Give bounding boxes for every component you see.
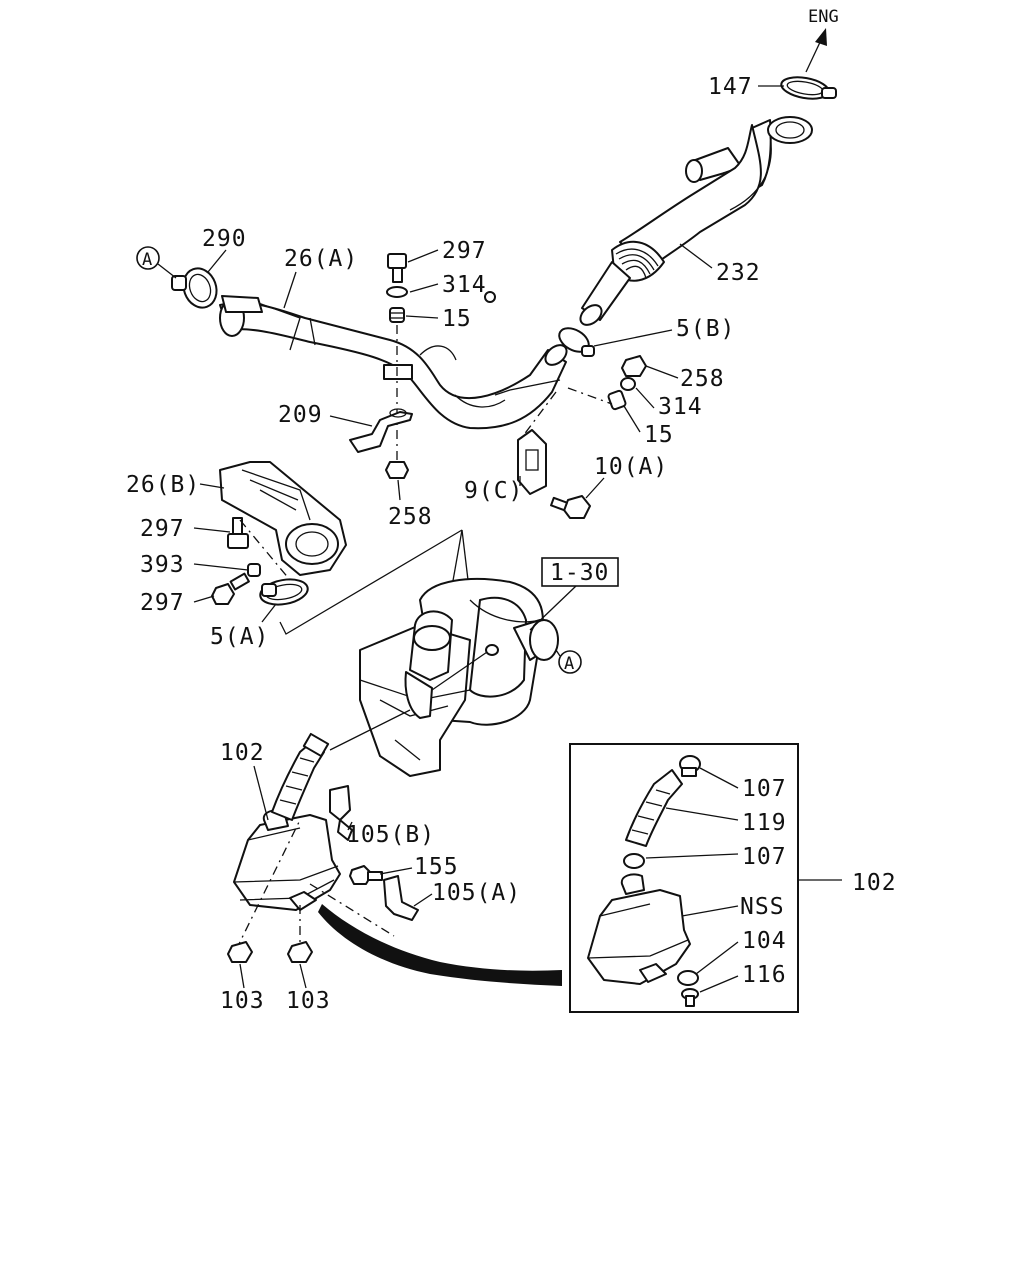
bracket-9c bbox=[517, 429, 547, 495]
label-314-top: 314 bbox=[442, 272, 487, 298]
nut-393 bbox=[247, 563, 261, 577]
label-119: 119 bbox=[742, 810, 787, 836]
inset-grommet-104 bbox=[677, 970, 699, 986]
right-axis-line bbox=[567, 387, 613, 405]
inset-screw-116 bbox=[681, 988, 699, 1007]
intake-duct-232 bbox=[579, 116, 813, 326]
label-297-low: 297 bbox=[140, 590, 185, 616]
connector-marker-a-top-label: A bbox=[142, 250, 152, 270]
label-393: 393 bbox=[140, 552, 185, 578]
hose-clamp-5a bbox=[259, 578, 309, 606]
label-102-inset: 102 bbox=[852, 870, 897, 896]
label-105b: 105(B) bbox=[346, 822, 435, 848]
label-5a: 5(A) bbox=[210, 624, 269, 650]
bolt-155 bbox=[349, 865, 383, 885]
washer-314-right bbox=[620, 377, 636, 391]
label-297-top: 297 bbox=[442, 238, 487, 264]
bolt-10a bbox=[550, 495, 591, 519]
label-15-right: 15 bbox=[644, 422, 674, 448]
label-116: 116 bbox=[742, 962, 787, 988]
lower-axis-line bbox=[239, 519, 291, 581]
nut-103-left bbox=[227, 941, 253, 963]
air-cleaner-assembly bbox=[359, 578, 559, 777]
reference-box bbox=[529, 557, 619, 631]
bracket-209 bbox=[349, 408, 413, 453]
inset-clamp-107-top bbox=[679, 755, 701, 777]
tank-axis-line bbox=[235, 819, 301, 951]
label-107-bottom: 107 bbox=[742, 844, 787, 870]
label-10a: 10(A) bbox=[594, 454, 668, 480]
connector-marker-a-top: A bbox=[136, 246, 177, 279]
spacer-15-right bbox=[607, 389, 627, 411]
nut-258-bottom bbox=[385, 461, 409, 479]
bolt-297-top bbox=[387, 253, 407, 283]
inset-hose-119 bbox=[625, 769, 683, 847]
connector-marker-a-bottom: A bbox=[555, 649, 582, 674]
label-147: 147 bbox=[708, 74, 753, 100]
washer-314-top bbox=[386, 286, 408, 298]
label-15-top: 15 bbox=[442, 306, 472, 332]
hose-clamp-290 bbox=[171, 267, 218, 309]
label-258-bottom: 258 bbox=[388, 504, 433, 530]
label-155: 155 bbox=[414, 854, 459, 880]
leader-lines bbox=[193, 85, 842, 993]
label-9c: 9(C) bbox=[464, 478, 523, 504]
bracket-105b bbox=[329, 785, 353, 841]
bracket-105a bbox=[383, 875, 419, 921]
inset-connector-swoosh bbox=[318, 904, 562, 986]
engine-direction-label: ENG bbox=[808, 7, 839, 27]
label-nss: NSS bbox=[740, 894, 785, 920]
label-104: 104 bbox=[742, 928, 787, 954]
bracket-axis-line-low bbox=[309, 883, 395, 937]
label-26b: 26(B) bbox=[126, 472, 200, 498]
air-duct-26b bbox=[219, 461, 347, 576]
label-5b: 5(B) bbox=[676, 316, 735, 342]
label-290: 290 bbox=[202, 226, 247, 252]
label-103-right: 103 bbox=[286, 988, 331, 1014]
nut-258-right bbox=[621, 355, 647, 377]
hose-clamp-147 bbox=[780, 76, 837, 100]
label-314-right: 314 bbox=[658, 394, 703, 420]
tank-reference-line bbox=[329, 709, 411, 751]
engine-direction-arrow bbox=[805, 28, 827, 73]
spacer-15-top bbox=[389, 307, 405, 323]
nut-103-right bbox=[287, 941, 313, 963]
label-26a: 26(A) bbox=[284, 246, 358, 272]
reference-box-label: 1-30 bbox=[550, 560, 609, 586]
label-209: 209 bbox=[278, 402, 323, 428]
air-duct-26a bbox=[219, 291, 568, 430]
label-103-left: 103 bbox=[220, 988, 265, 1014]
label-105a: 105(A) bbox=[432, 880, 521, 906]
bracket-axis-line bbox=[519, 391, 557, 441]
label-232: 232 bbox=[716, 260, 761, 286]
inset-tank bbox=[587, 853, 691, 985]
bellows bbox=[611, 241, 665, 282]
label-102-main: 102 bbox=[220, 740, 265, 766]
label-258-right: 258 bbox=[680, 366, 725, 392]
connector-marker-a-bottom-label: A bbox=[564, 654, 574, 674]
bolt-297-low bbox=[211, 572, 250, 605]
bolt-297-mid bbox=[227, 517, 249, 549]
hose-clamp-5b bbox=[558, 327, 595, 357]
inset-detail-box bbox=[569, 743, 799, 1013]
label-107-top: 107 bbox=[742, 776, 787, 802]
label-297-mid: 297 bbox=[140, 516, 185, 542]
